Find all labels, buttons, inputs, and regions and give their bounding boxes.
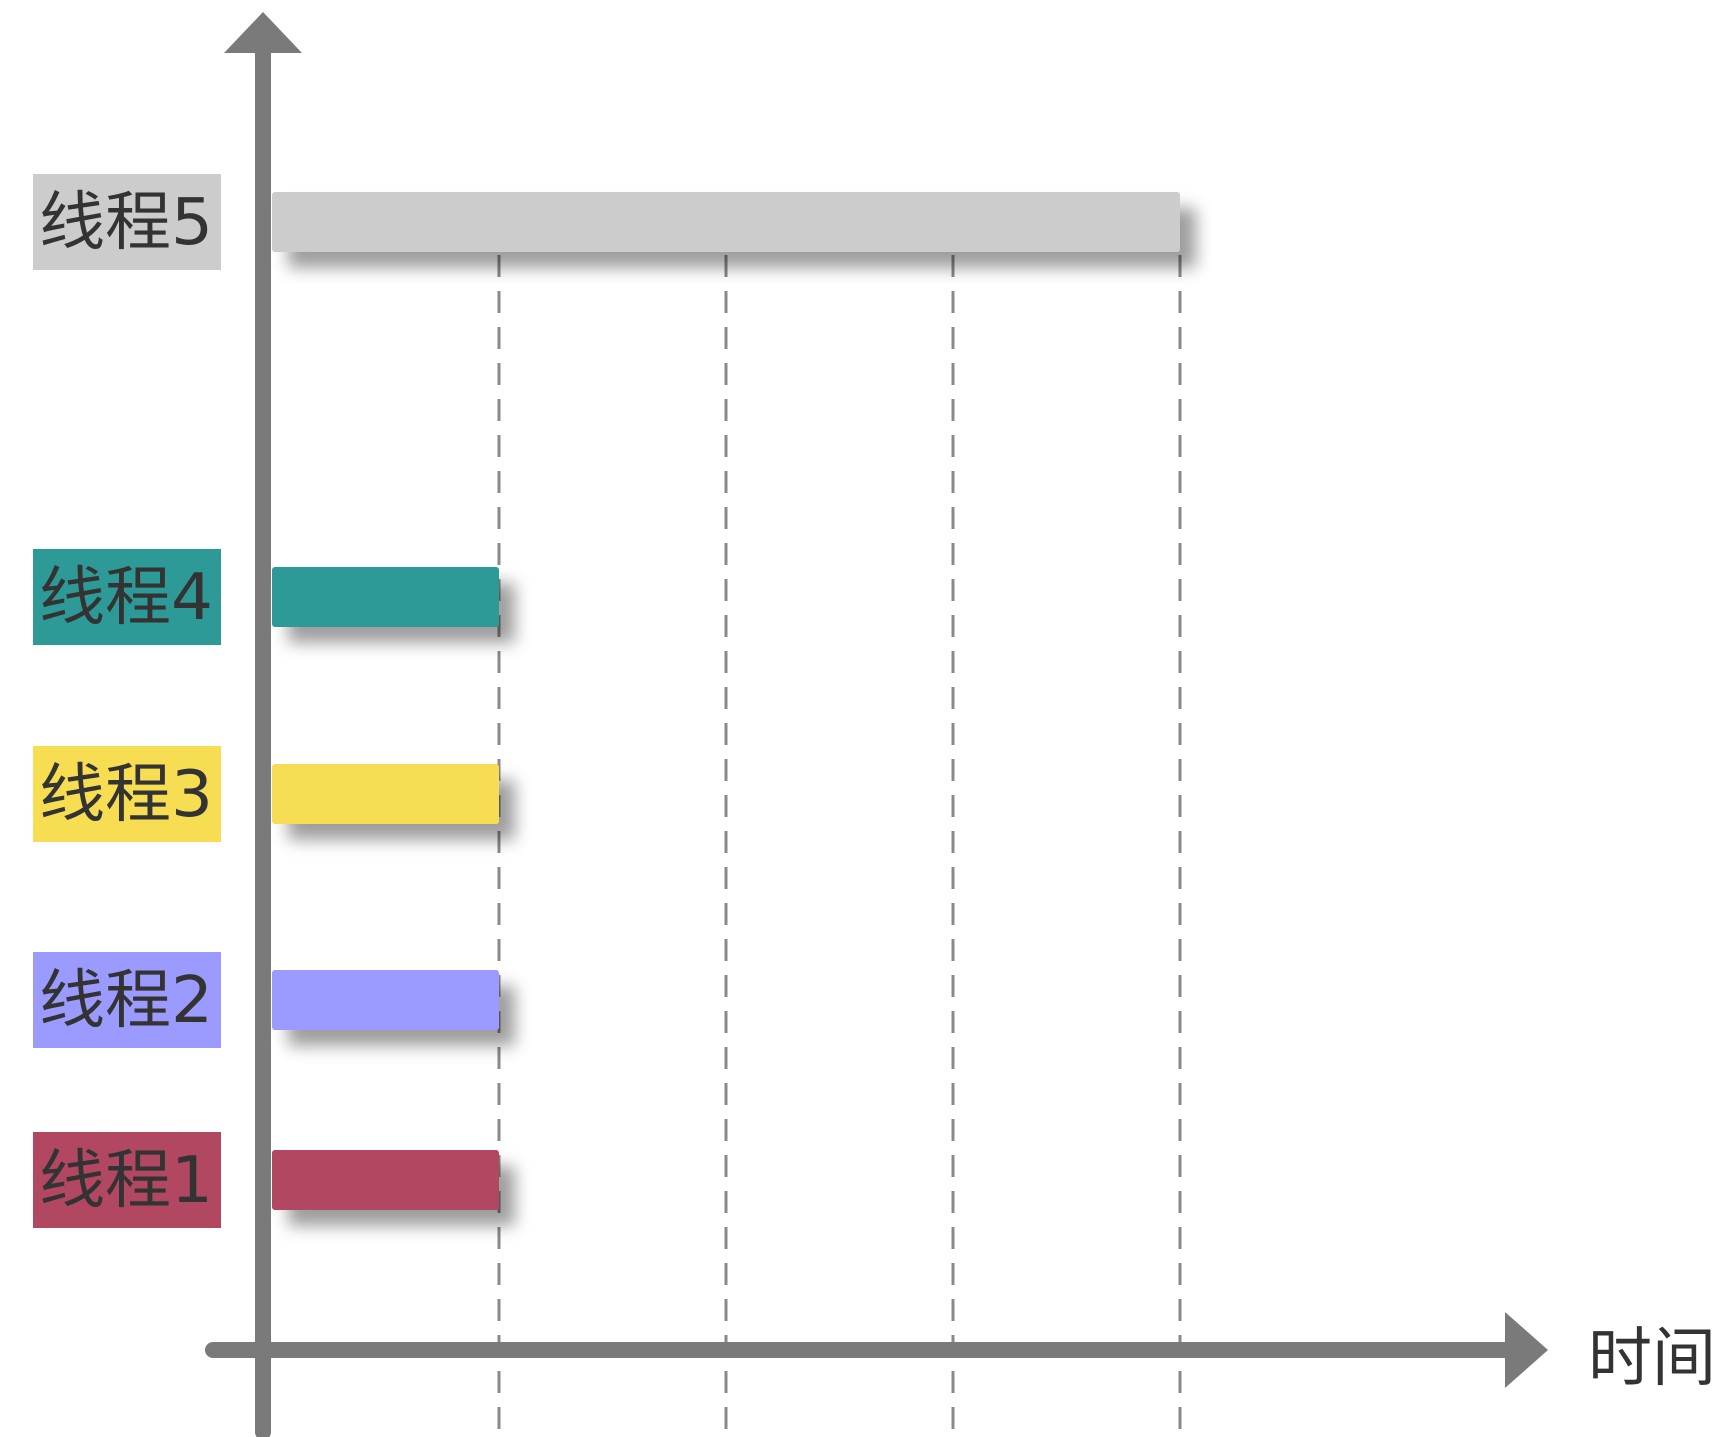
y-axis-arrowhead [224, 12, 302, 53]
bar [272, 192, 1180, 252]
thread-label-background [33, 952, 221, 1048]
thread-label-background [33, 174, 221, 270]
grid-lines [497, 255, 1182, 1432]
bar [272, 764, 499, 824]
thread-label: 线程5 [39, 186, 213, 260]
bar [272, 567, 499, 627]
thread-label: 线程1 [39, 1144, 213, 1218]
bar [272, 970, 499, 1030]
axes [205, 12, 1548, 1437]
thread-label-background [33, 746, 221, 842]
thread-label: 线程2 [39, 964, 213, 1038]
thread-label: 线程3 [39, 758, 213, 832]
x-axis-arrowhead [1505, 1312, 1548, 1388]
thread-label: 线程4 [39, 561, 213, 635]
thread-label-background [33, 549, 221, 645]
bars [272, 192, 1180, 1210]
x-axis-title: 时间 [1588, 1322, 1716, 1396]
bar [272, 1150, 499, 1210]
thread-label-background [33, 1132, 221, 1228]
thread-labels: 线程1 线程2 线程3 线程4 线程5 [33, 174, 221, 1228]
